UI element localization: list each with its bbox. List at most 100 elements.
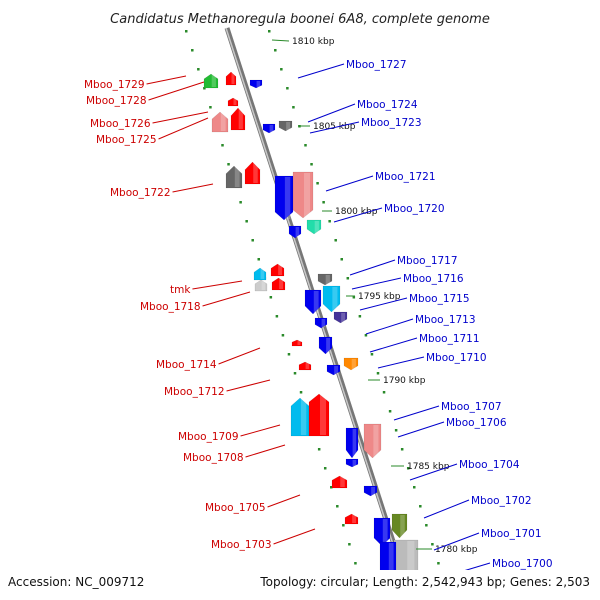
- right-gene-label: Mboo_1716: [351, 273, 464, 290]
- guide-dot: [328, 220, 331, 223]
- gene-glyph: [317, 273, 333, 286]
- left-gene-label: Mboo_1718: [140, 291, 251, 313]
- left-gene-label: Mboo_1709: [178, 424, 281, 443]
- guide-dot: [269, 296, 273, 299]
- label-leader-line: [351, 277, 402, 290]
- right-gene-label: Mboo_1720: [333, 203, 445, 223]
- gene-label-text: Mboo_1720: [384, 203, 445, 215]
- gene-glyph: [314, 317, 328, 329]
- kbp-tick-label: 1805 kbp: [313, 122, 356, 132]
- guide-dot: [227, 163, 230, 166]
- right-gene-label: Mboo_1723: [309, 117, 422, 134]
- gene-label-text: Mboo_1710: [426, 352, 487, 364]
- guide-dot: [280, 68, 283, 71]
- gene-label-text: Mboo_1727: [346, 59, 407, 71]
- guide-dot: [197, 68, 200, 71]
- gene-glyph: [271, 277, 286, 291]
- right-gene-label: Mboo_1727: [297, 59, 407, 79]
- gene-glyph: [333, 311, 348, 324]
- gene-glyph: [298, 361, 312, 371]
- label-leader-line: [273, 528, 316, 545]
- gene-label-text: Mboo_1718: [140, 301, 201, 313]
- guide-dot: [340, 258, 344, 261]
- label-leader-line: [172, 183, 214, 193]
- left-gene-label: Mboo_1722: [110, 183, 214, 199]
- guide-dot: [317, 448, 321, 451]
- gene-glyph: [345, 458, 359, 468]
- label-leader-line: [158, 117, 209, 140]
- label-leader-line: [409, 463, 458, 481]
- gene-label-text: tmk: [170, 284, 191, 296]
- guide-dot: [330, 486, 333, 489]
- kbp-tick-label: 1795 kbp: [358, 292, 401, 302]
- guide-dot: [348, 543, 351, 546]
- gene-label-text: Mboo_1722: [110, 187, 171, 199]
- gene-glyph: [391, 513, 408, 539]
- genome-backbone-highlight: [225, 27, 412, 600]
- right-gene-label: Mboo_1702: [423, 495, 532, 519]
- label-leader-line: [226, 379, 271, 392]
- right-gene-label: Mboo_1713: [365, 314, 476, 335]
- gene-glyph: [254, 279, 268, 292]
- gene-label-text: Mboo_1721: [375, 171, 436, 183]
- label-leader-line: [393, 405, 440, 421]
- label-leader-line: [148, 81, 205, 101]
- guide-dot: [437, 562, 440, 565]
- left-gene-label: Mboo_1714: [156, 347, 261, 371]
- guide-dot: [342, 524, 345, 527]
- guide-dot: [310, 163, 313, 166]
- label-leader-line: [307, 103, 356, 123]
- guide-dot: [292, 106, 295, 109]
- gene-label-text: Mboo_1714: [156, 359, 217, 371]
- guide-dot: [431, 543, 434, 546]
- gene-label-text: Mboo_1713: [415, 314, 476, 326]
- gene-label-text: Mboo_1729: [84, 79, 145, 91]
- label-leader-line: [325, 175, 374, 192]
- guide-dot: [382, 391, 386, 394]
- gene-label-text: Mboo_1726: [90, 118, 151, 130]
- gene-glyph: [318, 336, 333, 355]
- gene-glyph: [306, 219, 322, 235]
- gene-glyph: [203, 73, 219, 89]
- guide-dot: [419, 505, 422, 508]
- guide-dot: [323, 467, 327, 470]
- right-gene-label: Mboo_1717: [349, 255, 458, 276]
- label-leader-line: [365, 318, 414, 335]
- label-leader-line: [333, 207, 383, 223]
- right-gene-label: Mboo_1707: [393, 401, 502, 421]
- gene-glyph: [211, 111, 229, 133]
- guide-dot: [274, 49, 277, 52]
- guide-dot: [304, 144, 307, 147]
- right-gene-label: Mboo_1715: [359, 293, 470, 311]
- guide-dot: [209, 106, 212, 109]
- guide-dot: [245, 220, 248, 223]
- gene-glyph: [262, 123, 276, 134]
- map-title: Candidatus Methanoregula boonei 6A8, com…: [110, 12, 490, 27]
- guide-dot: [394, 429, 398, 432]
- left-gene-label: Mboo_1729: [84, 75, 187, 91]
- guide-dot: [354, 562, 357, 565]
- label-leader-line: [146, 75, 187, 85]
- kbp-tick-label: 1800 kbp: [335, 207, 378, 217]
- guide-dot: [275, 315, 279, 318]
- right-gene-label: Mboo_1710: [377, 352, 487, 369]
- label-leader-line: [152, 111, 209, 124]
- left-gene-label: Mboo_1708: [183, 444, 286, 464]
- gene-glyph: [308, 393, 330, 437]
- gene-glyph: [288, 225, 302, 239]
- guide-dot: [425, 524, 428, 527]
- gene-glyph: [292, 171, 314, 219]
- guide-dot: [286, 87, 289, 90]
- label-leader-line: [423, 499, 470, 519]
- label-leader-line: [218, 347, 261, 365]
- right-gene-label: Mboo_1721: [325, 171, 436, 192]
- left-gene-label: Mboo_1703: [211, 528, 316, 551]
- gene-label-text: Mboo_1715: [409, 293, 470, 305]
- right-dotted-guide: [268, 30, 440, 565]
- guide-dot: [336, 505, 339, 508]
- gene-glyph: [345, 427, 359, 459]
- right-gene-labels: Mboo_1727Mboo_1724Mboo_1723Mboo_1721Mboo…: [297, 59, 553, 579]
- gene-label-text: Mboo_1712: [164, 386, 225, 398]
- label-leader-line: [377, 356, 425, 369]
